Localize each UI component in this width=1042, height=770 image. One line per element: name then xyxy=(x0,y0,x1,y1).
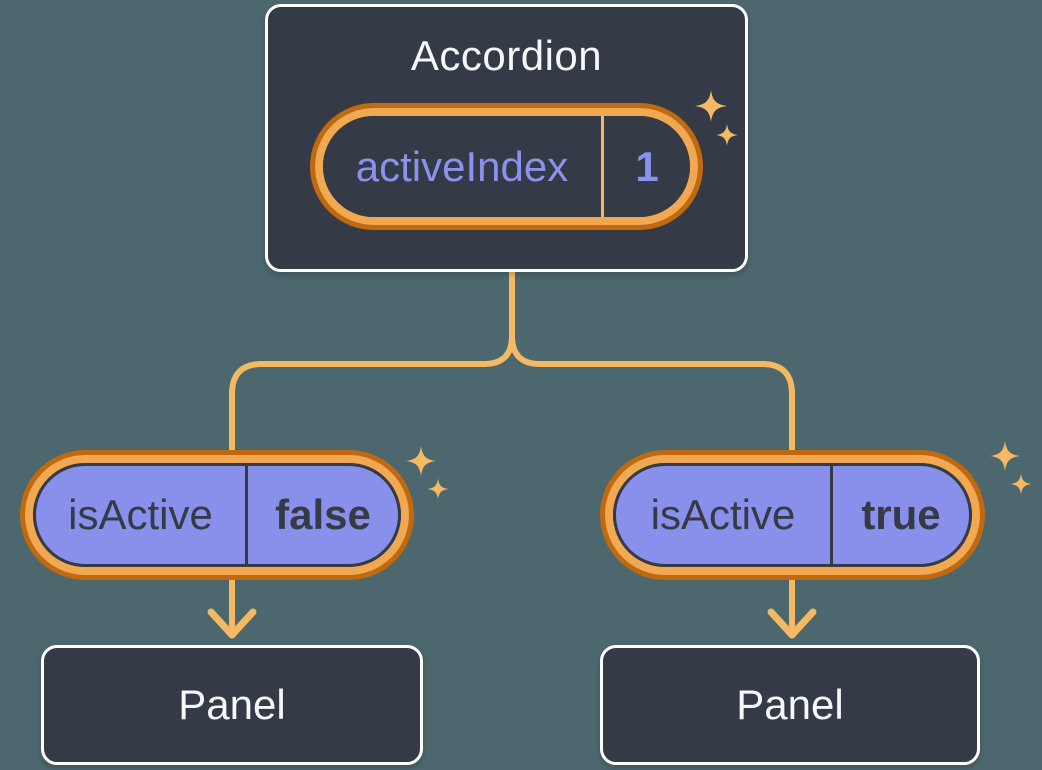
sparkle-icon xyxy=(1010,473,1032,495)
pill-divider xyxy=(830,466,833,564)
prop-pill-right: isActive true xyxy=(600,450,985,580)
sparkle-icon xyxy=(406,446,436,476)
state-pill-label: activeIndex xyxy=(355,142,569,190)
prop-pill-value: true xyxy=(861,491,941,538)
panel-component-box-right: Panel xyxy=(600,645,980,765)
prop-pill-left: isActive false xyxy=(20,450,414,580)
prop-pill-value: false xyxy=(275,491,371,538)
panel-title: Panel xyxy=(178,681,286,728)
prop-pill-label: isActive xyxy=(650,491,796,538)
panel-title: Panel xyxy=(736,681,844,728)
panel-component-box-left: Panel xyxy=(41,645,423,765)
prop-pill-ring: isActive false xyxy=(25,455,409,575)
sparkle-icon xyxy=(427,478,449,500)
arrow-down-icon xyxy=(207,608,257,639)
prop-pill-ring: isActive true xyxy=(605,455,980,575)
state-pill: activeIndex 1 xyxy=(310,103,703,230)
sparkle-icon xyxy=(990,441,1020,471)
prop-pill-label: isActive xyxy=(68,491,213,538)
state-pill-value: 1 xyxy=(635,142,659,190)
pill-divider xyxy=(601,116,604,217)
state-pill-ring: activeIndex 1 xyxy=(315,108,698,225)
arrow-down-icon xyxy=(767,608,817,639)
accordion-title: Accordion xyxy=(410,32,603,79)
